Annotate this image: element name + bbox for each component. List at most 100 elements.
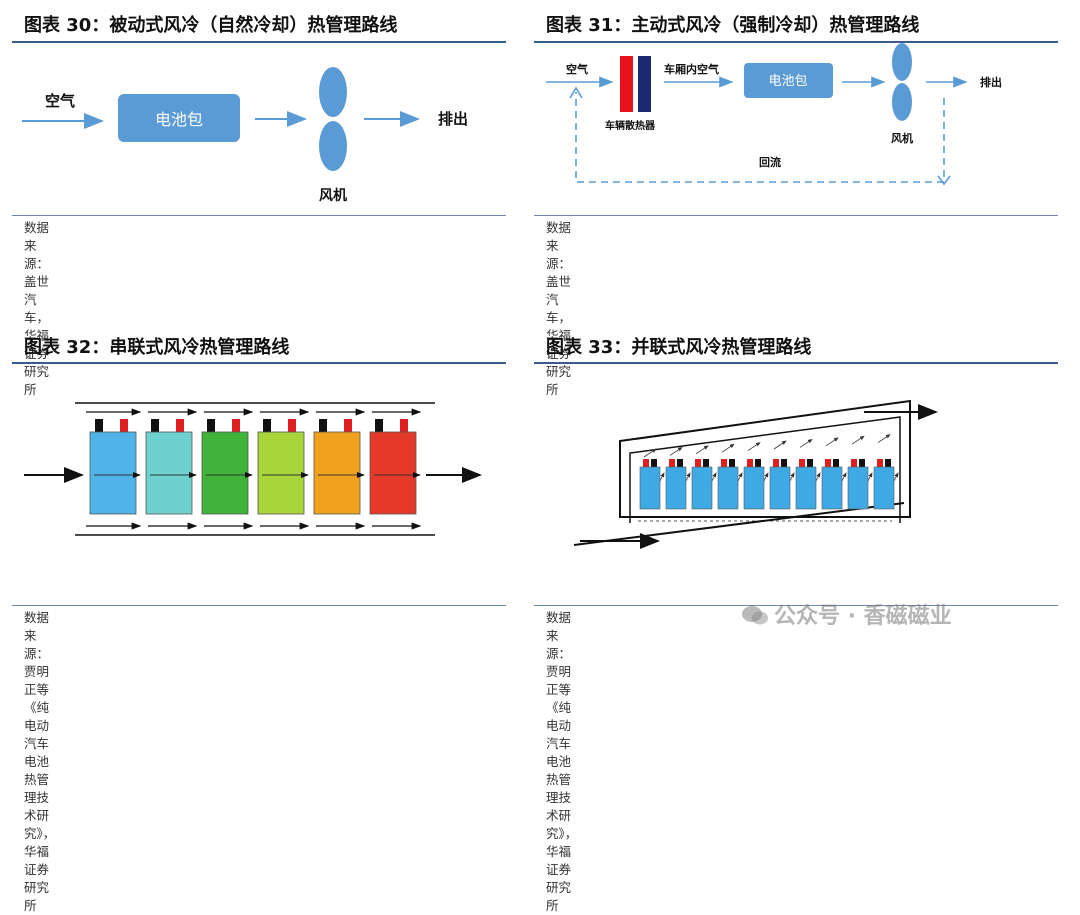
- positive-terminal: [120, 419, 128, 433]
- fan-blade-bottom: [892, 83, 912, 121]
- radiator-hot-plate: [620, 56, 633, 112]
- gap-flow-arrow: [841, 472, 847, 482]
- gap-flow-arrow: [737, 472, 743, 482]
- figure-33-top-rule: [534, 362, 1058, 364]
- fan-blade-top: [319, 67, 347, 117]
- battery-cell: [639, 448, 665, 510]
- battery-pack-label: 电池包: [155, 110, 203, 129]
- fan-blade-bottom: [319, 121, 347, 171]
- branch-flow-arrow: [643, 448, 657, 458]
- positive-terminal: [877, 459, 883, 468]
- figure-30-top-rule: [12, 41, 506, 43]
- figure-30-diagram: 空气 电池包 风机 排出: [22, 67, 468, 204]
- figure-31-top-rule: [534, 41, 1058, 43]
- cell-body: [691, 466, 713, 510]
- gap-flow-arrow: [711, 472, 717, 482]
- battery-pack-label: 电池包: [768, 74, 807, 89]
- reflux-dashed-loop: [575, 92, 945, 183]
- parallel-cell-row: [639, 434, 899, 510]
- figure-33-bottom-rule: [534, 605, 1058, 606]
- figure-31-diagram: 空气 车辆散热器 车厢内空气 电池包 风机 排出 回流: [546, 43, 1002, 186]
- positive-terminal: [851, 459, 857, 468]
- figure-33-source-line1: 数据来源：贾明正等《纯电动汽车电池热管理技术研究》，华福证券研究: [546, 610, 578, 895]
- reflux-down-arrowhead: [937, 175, 951, 186]
- cell-body: [665, 466, 687, 510]
- branch-flow-arrow: [747, 442, 761, 451]
- exhaust-label: 排出: [438, 110, 468, 128]
- battery-cell: [847, 435, 873, 510]
- cell-body: [743, 466, 765, 510]
- cell-body: [821, 466, 843, 510]
- figure-32-source-line2: 所: [24, 898, 37, 913]
- positive-terminal: [799, 459, 805, 468]
- positive-terminal: [695, 459, 701, 468]
- positive-terminal: [747, 459, 753, 468]
- cabin-air-label: 车厢内空气: [664, 62, 719, 76]
- battery-cell: [369, 419, 417, 515]
- negative-terminal: [885, 459, 891, 468]
- battery-cell: [313, 419, 361, 515]
- figure-30-bottom-rule: [12, 215, 506, 216]
- negative-terminal: [833, 459, 839, 468]
- battery-cell: [717, 443, 743, 510]
- positive-terminal: [721, 459, 727, 468]
- cell-body: [795, 466, 817, 510]
- battery-cell: [769, 440, 795, 510]
- reflux-up-arrowhead: [569, 86, 583, 99]
- negative-terminal: [677, 459, 683, 468]
- battery-cell: [89, 419, 137, 515]
- negative-terminal: [651, 459, 657, 468]
- figure-32-diagram: [24, 402, 482, 536]
- battery-cell: [795, 438, 821, 510]
- gap-flow-arrow: [893, 472, 899, 482]
- branch-flow-arrow: [799, 438, 813, 448]
- branch-flow-arrow: [669, 446, 683, 456]
- battery-cell: [257, 419, 305, 515]
- figure-30-title: 图表 30：被动式风冷（自然冷却）热管理路线: [24, 15, 398, 36]
- positive-terminal: [344, 419, 352, 433]
- figure-33-diagram: [573, 399, 938, 549]
- figure-32-top-rule: [12, 362, 506, 364]
- inner-duct: [629, 416, 901, 523]
- negative-terminal: [207, 419, 215, 433]
- branch-flow-arrow: [877, 434, 891, 443]
- wechat-icon: [742, 604, 768, 626]
- watermark-text: 公众号 · 香磁磁业: [774, 604, 952, 629]
- battery-cell: [821, 437, 847, 510]
- branch-flow-arrow: [695, 445, 709, 455]
- lower-duct-wall: [573, 502, 905, 546]
- figure-31-bottom-rule: [534, 215, 1058, 216]
- battery-pack-box: [118, 94, 240, 142]
- figure-32-title: 图表 32：串联式风冷热管理路线: [24, 337, 290, 358]
- battery-cell: [201, 419, 249, 515]
- negative-terminal: [781, 459, 787, 468]
- battery-cell: [873, 434, 899, 510]
- figure-33-source-line2: 所: [546, 898, 559, 913]
- exhaust-label: 排出: [980, 75, 1002, 89]
- figure-32-source-line1: 数据来源：贾明正等《纯电动汽车电池热管理技术研究》，华福证券研究: [24, 610, 56, 895]
- negative-terminal: [263, 419, 271, 433]
- positive-terminal: [643, 459, 649, 468]
- fan-label: 风机: [891, 131, 913, 145]
- positive-terminal: [288, 419, 296, 433]
- negative-terminal: [807, 459, 813, 468]
- figure-31-source: 数据来源：盖世汽车，华福证券研究所: [546, 220, 572, 397]
- negative-terminal: [319, 419, 327, 433]
- cell-body: [89, 431, 137, 515]
- gap-flow-arrow: [789, 472, 795, 482]
- air-label: 空气: [566, 62, 588, 76]
- figure-30-source: 数据来源：盖世汽车，华福证券研究所: [24, 220, 50, 397]
- cell-body: [369, 431, 417, 515]
- figure-32-bottom-rule: [12, 605, 506, 606]
- cell-body: [769, 466, 791, 510]
- fan-label: 风机: [319, 187, 347, 204]
- branch-flow-arrow: [825, 437, 839, 447]
- cell-body: [717, 466, 739, 510]
- cell-body: [257, 431, 305, 515]
- gap-flow-arrow: [867, 472, 873, 482]
- gap-flow-arrow: [659, 472, 665, 482]
- positive-terminal: [400, 419, 408, 433]
- battery-pack-box: [744, 63, 833, 98]
- reflux-label: 回流: [759, 155, 781, 169]
- cell-body: [145, 431, 193, 515]
